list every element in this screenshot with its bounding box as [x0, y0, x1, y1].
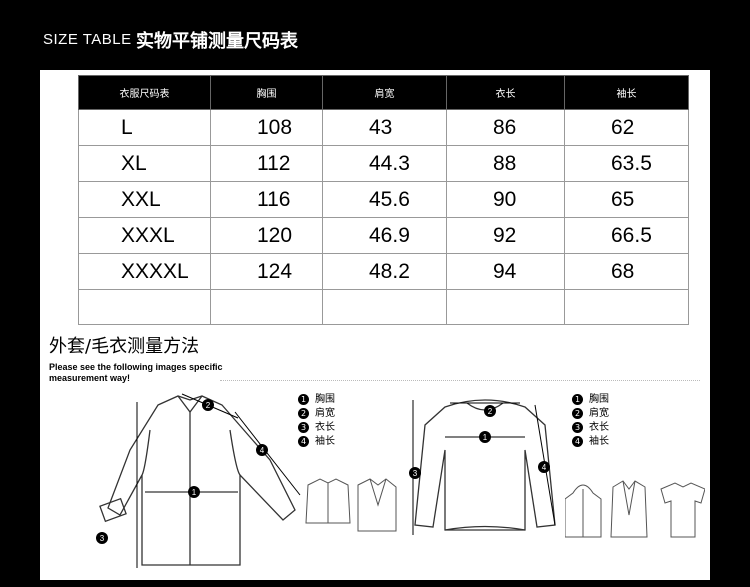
legend-item: 3 衣长 — [298, 421, 335, 435]
sweater-thumbnails — [565, 480, 705, 538]
shoulder-cell: 45.6 — [322, 181, 447, 218]
legend-item: 3 衣长 — [572, 421, 609, 435]
legend-label: 衣长 — [315, 422, 335, 433]
legend-label: 袖长 — [315, 436, 335, 447]
svg-text:2: 2 — [206, 401, 211, 410]
empty-cell — [322, 289, 447, 325]
chest-cell: 112 — [210, 145, 323, 182]
jacket-thumbnails — [305, 478, 397, 532]
header-cell-chest: 胸围 — [210, 75, 323, 110]
header: SIZE TABLE 实物平铺测量尺码表 — [0, 0, 750, 70]
empty-cell — [78, 289, 211, 325]
legend-number-3: 3 — [298, 421, 309, 433]
shoulder-cell: 43 — [322, 109, 447, 146]
sleeve-cell: 65 — [564, 181, 689, 218]
svg-text:3: 3 — [100, 534, 105, 543]
sleeve-cell: 68 — [564, 253, 689, 290]
legend-number-4: 4 — [298, 435, 309, 447]
table-row: XL 112 44.3 88 63.5 — [78, 145, 689, 182]
empty-cell — [446, 289, 565, 325]
sweater-measurement-illustration: 1 2 3 4 — [409, 399, 556, 535]
sleeve-cell: 63.5 — [564, 145, 689, 182]
bottom-strip — [40, 580, 710, 587]
table-row: XXXXL 124 48.2 94 68 — [78, 253, 689, 290]
chest-cell: 120 — [210, 217, 323, 254]
table-row: L 108 43 86 62 — [78, 109, 689, 146]
chest-cell: 108 — [210, 109, 323, 146]
size-cell: XXXL — [78, 217, 211, 254]
length-cell: 90 — [446, 181, 565, 218]
content-panel: 衣服尺码表 胸围 肩宽 衣长 袖长 L 108 43 86 62 XL 112 … — [40, 70, 710, 580]
empty-cell — [210, 289, 323, 325]
header-title-zh: 实物平铺测量尺码表 — [136, 31, 298, 52]
size-cell: XL — [78, 145, 211, 182]
svg-text:4: 4 — [542, 463, 547, 472]
sweater-legend: 1 胸围 2 肩宽 3 衣长 4 袖长 — [572, 393, 609, 449]
svg-text:4: 4 — [260, 446, 265, 455]
svg-text:1: 1 — [192, 488, 197, 497]
legend-number-1: 1 — [298, 393, 309, 405]
length-cell: 86 — [446, 109, 565, 146]
legend-item: 4 袖长 — [572, 435, 609, 449]
legend-label: 胸围 — [589, 394, 609, 405]
shirt-legend: 1 胸围 2 肩宽 3 衣长 4 袖长 — [298, 393, 335, 449]
svg-text:2: 2 — [488, 407, 493, 416]
legend-number-4: 4 — [572, 435, 583, 447]
method-title: 外套/毛衣测量方法 — [49, 336, 200, 357]
table-row: XXL 116 45.6 90 65 — [78, 181, 689, 218]
shoulder-cell: 44.3 — [322, 145, 447, 182]
table-row-empty — [78, 289, 689, 325]
size-table: 衣服尺码表 胸围 肩宽 衣长 袖长 L 108 43 86 62 XL 112 … — [78, 75, 689, 325]
legend-number-3: 3 — [572, 421, 583, 433]
shoulder-cell: 46.9 — [322, 217, 447, 254]
size-cell: XXL — [78, 181, 211, 218]
header-cell-length: 衣长 — [446, 75, 565, 110]
sleeve-cell: 62 — [564, 109, 689, 146]
svg-text:1: 1 — [483, 433, 488, 442]
sleeve-cell: 66.5 — [564, 217, 689, 254]
chest-cell: 116 — [210, 181, 323, 218]
legend-number-1: 1 — [572, 393, 583, 405]
size-cell: XXXXL — [78, 253, 211, 290]
legend-item: 2 肩宽 — [572, 407, 609, 421]
length-cell: 92 — [446, 217, 565, 254]
method-note: Please see the following images specific… — [49, 362, 223, 383]
size-cell: L — [78, 109, 211, 146]
table-header-row: 衣服尺码表 胸围 肩宽 衣长 袖长 — [78, 75, 689, 110]
chest-cell: 124 — [210, 253, 323, 290]
legend-label: 衣长 — [589, 422, 609, 433]
legend-item: 1 胸围 — [572, 393, 609, 407]
legend-number-2: 2 — [572, 407, 583, 419]
svg-text:3: 3 — [413, 469, 418, 478]
shirt-measurement-illustration: 1 2 4 3 — [96, 393, 301, 568]
header-cell-sleeve: 袖长 — [564, 75, 689, 110]
legend-label: 袖长 — [589, 436, 609, 447]
empty-cell — [564, 289, 689, 325]
legend-item: 4 袖长 — [298, 435, 335, 449]
legend-label: 肩宽 — [589, 408, 609, 419]
header-cell-shoulder: 肩宽 — [322, 75, 447, 110]
header-title-en: SIZE TABLE — [43, 31, 132, 48]
length-cell: 94 — [446, 253, 565, 290]
dotted-divider — [220, 380, 700, 383]
header-cell-size: 衣服尺码表 — [78, 75, 211, 110]
length-cell: 88 — [446, 145, 565, 182]
table-row: XXXL 120 46.9 92 66.5 — [78, 217, 689, 254]
legend-item: 1 胸围 — [298, 393, 335, 407]
legend-number-2: 2 — [298, 407, 309, 419]
shoulder-cell: 48.2 — [322, 253, 447, 290]
legend-label: 胸围 — [315, 394, 335, 405]
legend-label: 肩宽 — [315, 408, 335, 419]
legend-item: 2 肩宽 — [298, 407, 335, 421]
